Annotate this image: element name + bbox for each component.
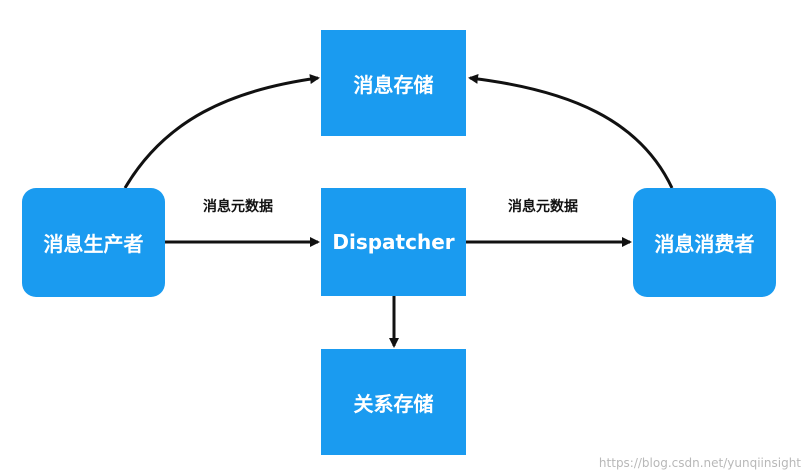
node-message-consumer: 消息消费者 — [633, 188, 776, 297]
arrow-producer-to-storage — [123, 74, 320, 189]
node-message-storage: 消息存储 — [321, 30, 466, 136]
node-dispatcher: Dispatcher — [321, 188, 466, 296]
node-message-producer-label: 消息生产者 — [43, 232, 144, 256]
edge-label-dispatcher-consumer: 消息元数据 — [508, 199, 578, 215]
node-dispatcher-label: Dispatcher — [332, 230, 455, 254]
node-relation-storage-label: 关系存储 — [353, 391, 434, 416]
watermark-url: https://blog.csdn.net/yunqiinsight — [598, 456, 801, 470]
node-relation-storage: 关系存储 — [321, 349, 466, 455]
arrow-consumer-to-storage — [468, 73, 674, 189]
edge-label-producer-dispatcher: 消息元数据 — [203, 199, 273, 215]
node-message-producer: 消息生产者 — [22, 188, 165, 297]
node-message-storage-label: 消息存储 — [353, 72, 434, 97]
node-message-consumer-label: 消息消费者 — [654, 232, 755, 256]
